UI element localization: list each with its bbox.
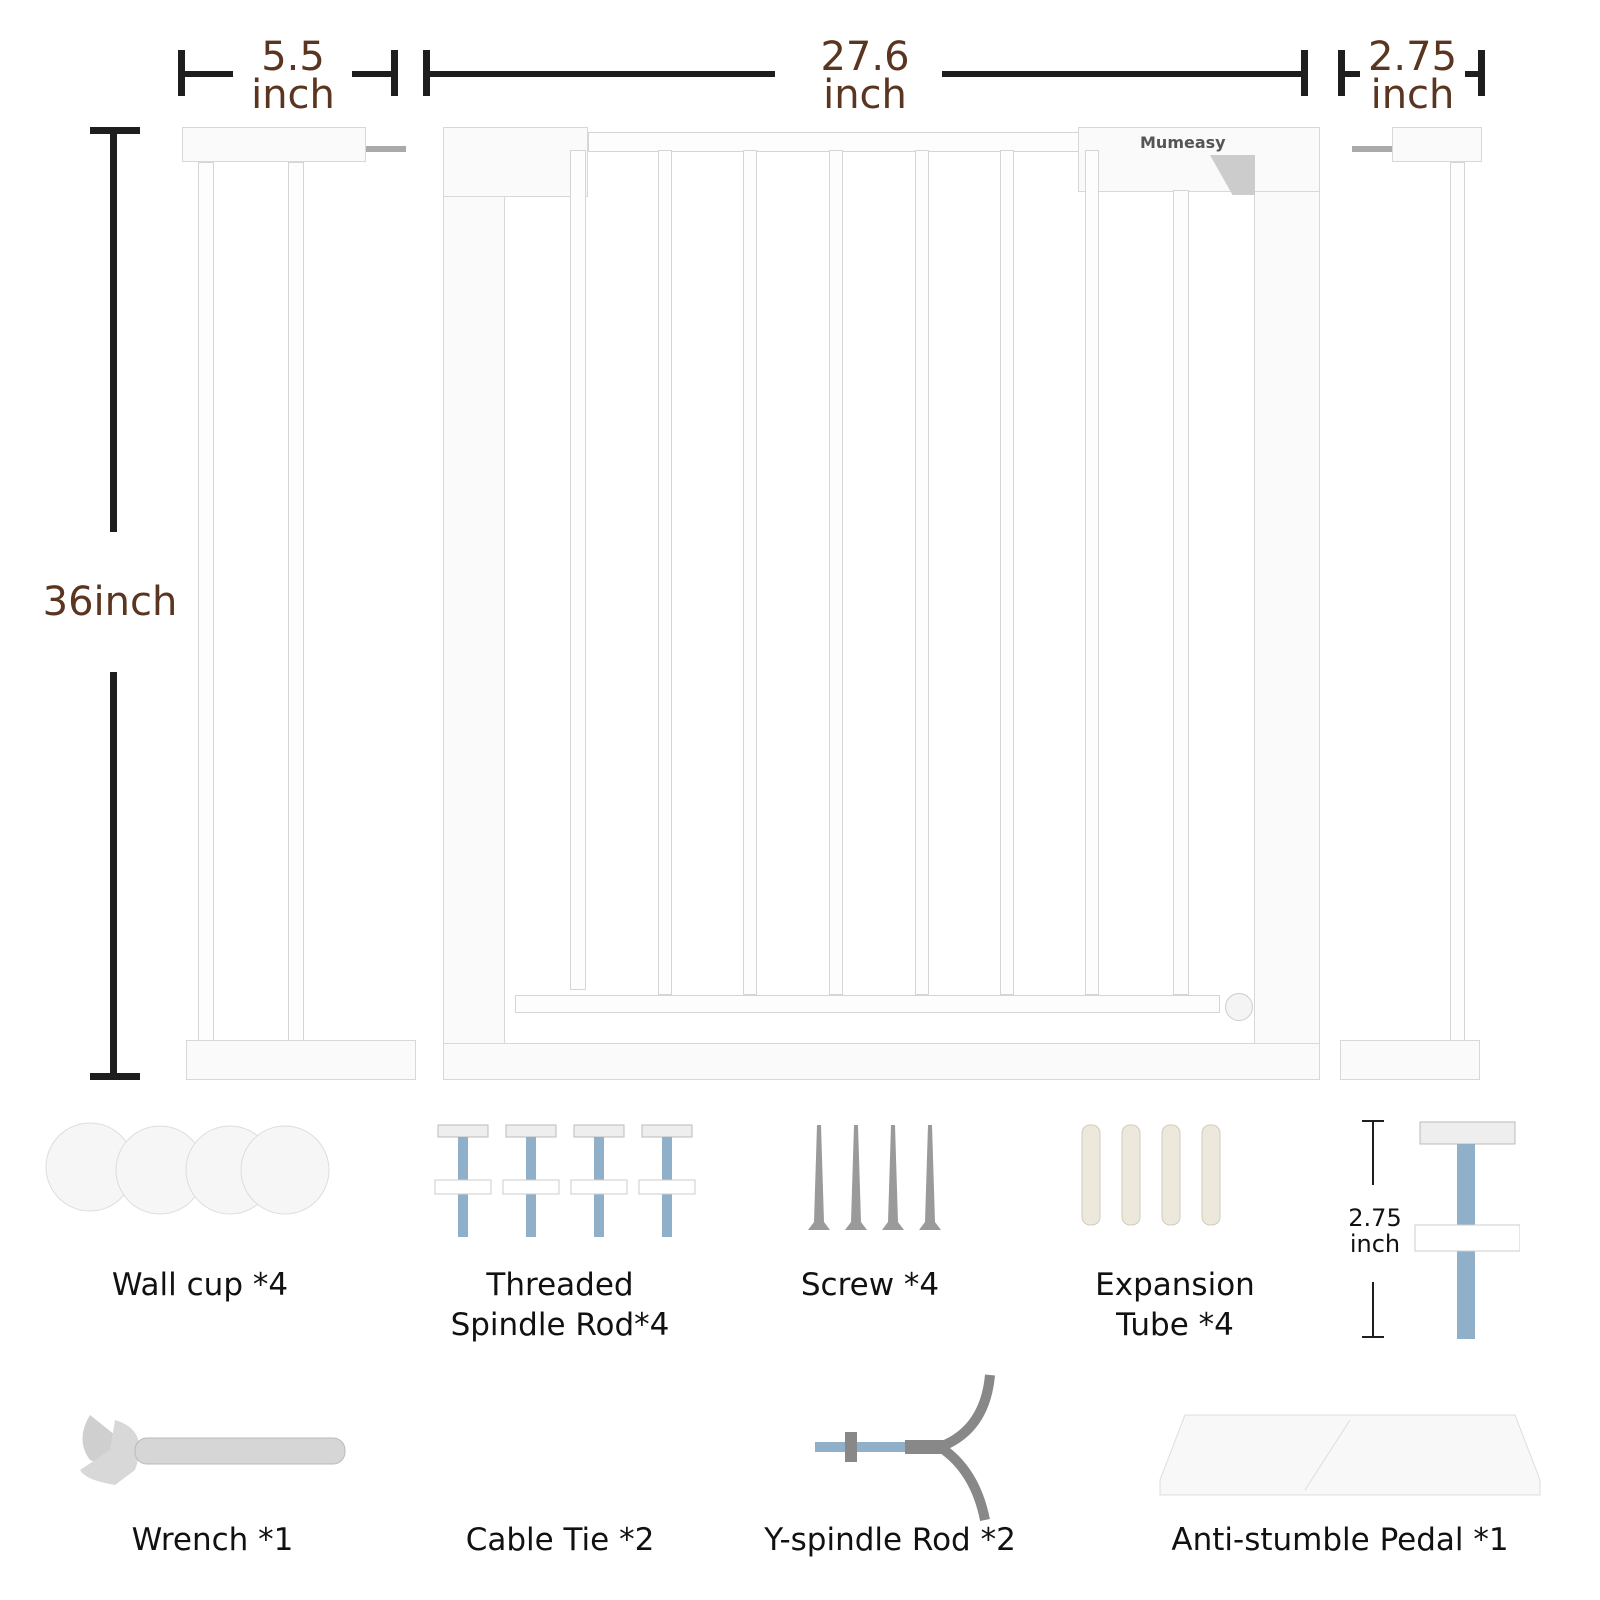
part-label-wall-cup: Wall cup *4 bbox=[111, 1267, 289, 1303]
dim-line bbox=[942, 71, 1307, 77]
gate-top-bar bbox=[588, 132, 1088, 152]
extension-pin bbox=[366, 146, 406, 152]
gate-right-post bbox=[1254, 127, 1320, 1080]
gate-bottom-frame bbox=[443, 1043, 1320, 1080]
gate-bar bbox=[743, 150, 757, 995]
extension-pin bbox=[1352, 146, 1392, 152]
label-line: Tube *4 bbox=[1116, 1307, 1234, 1343]
label-line: Threaded bbox=[486, 1267, 634, 1303]
gate-top-hinge bbox=[443, 127, 588, 197]
rod-dimension: 2.75 inch bbox=[1335, 1205, 1415, 1257]
gate-bar bbox=[1085, 150, 1099, 995]
dim-line-tick bbox=[1301, 50, 1308, 96]
label-line: Spindle Rod*4 bbox=[450, 1307, 670, 1343]
part-label-cable-tie: Cable Tie *2 bbox=[465, 1522, 655, 1558]
dim-line-tick bbox=[1478, 50, 1485, 96]
dim-value: 2.75 bbox=[1348, 1204, 1402, 1232]
dim-ext-left: 5.5 inch bbox=[233, 34, 353, 118]
gate-left-post bbox=[443, 127, 505, 1080]
wall-cups-image bbox=[45, 1122, 330, 1215]
y-spindle-rod-image bbox=[815, 1374, 995, 1522]
wrench-image bbox=[80, 1415, 346, 1485]
dim-unit: inch bbox=[1370, 72, 1455, 118]
dim-unit: inch bbox=[823, 72, 907, 118]
dim-line bbox=[352, 71, 397, 77]
rod-dim-tick bbox=[1362, 1336, 1384, 1338]
brand-logo: Mumeasy bbox=[1140, 133, 1226, 152]
threaded-rods-image bbox=[434, 1124, 696, 1237]
dim-line bbox=[1338, 71, 1360, 77]
wall-cup-icon bbox=[240, 1125, 330, 1215]
dim-line bbox=[423, 71, 775, 77]
gate-lock-knob bbox=[1225, 993, 1253, 1021]
threaded-rod-closeup-image bbox=[1414, 1121, 1520, 1339]
dim-value: 2.75 bbox=[1367, 34, 1458, 80]
extension-post bbox=[1450, 162, 1465, 1042]
gate-bar bbox=[658, 150, 672, 995]
rod-dim-line bbox=[1372, 1120, 1374, 1185]
part-label-wrench: Wrench *1 bbox=[131, 1522, 294, 1558]
gate-bottom-bar bbox=[515, 995, 1220, 1013]
dim-unit: inch bbox=[251, 72, 335, 118]
part-label-y-spindle-rod: Y-spindle Rod *2 bbox=[764, 1522, 1016, 1558]
dim-line bbox=[1465, 71, 1485, 77]
dim-line-tick bbox=[90, 1073, 140, 1080]
dim-gate-width: 27.6 inch bbox=[790, 34, 940, 118]
gate-bar bbox=[1173, 190, 1189, 995]
extension-post bbox=[288, 162, 304, 1042]
dim-unit: inch bbox=[1349, 1230, 1401, 1258]
left-extension-base bbox=[186, 1040, 416, 1080]
expansion-tubes-image bbox=[1081, 1124, 1221, 1226]
dim-line bbox=[110, 127, 117, 532]
right-extension-top bbox=[1392, 127, 1482, 162]
part-label-pedal: Anti-stumble Pedal *1 bbox=[1171, 1522, 1509, 1558]
part-label-threaded-rod: Threaded Spindle Rod*4 bbox=[400, 1265, 720, 1345]
dim-value: 27.6 bbox=[820, 34, 910, 80]
dim-value: 5.5 bbox=[261, 34, 325, 80]
screws-image bbox=[808, 1125, 941, 1230]
anti-stumble-pedal-image bbox=[1159, 1414, 1541, 1496]
dim-line bbox=[178, 71, 233, 77]
right-extension-base bbox=[1340, 1040, 1480, 1080]
label-line: Expansion bbox=[1095, 1267, 1255, 1303]
gate-latch bbox=[1078, 127, 1320, 192]
dim-line-tick bbox=[391, 50, 398, 96]
dim-line bbox=[110, 672, 117, 1080]
gate-hinge-post bbox=[570, 150, 586, 990]
extension-post bbox=[198, 162, 214, 1042]
gate-bar bbox=[915, 150, 929, 995]
rod-dim-line bbox=[1372, 1282, 1374, 1337]
gate-bar bbox=[829, 150, 843, 995]
dim-height: 36inch bbox=[42, 579, 178, 625]
dim-ext-right: 2.75 inch bbox=[1355, 34, 1470, 118]
part-label-screw: Screw *4 bbox=[800, 1267, 940, 1303]
part-label-expansion-tube: Expansion Tube *4 bbox=[1060, 1265, 1290, 1345]
gate-bar bbox=[1000, 150, 1014, 995]
left-extension-top bbox=[182, 127, 366, 162]
